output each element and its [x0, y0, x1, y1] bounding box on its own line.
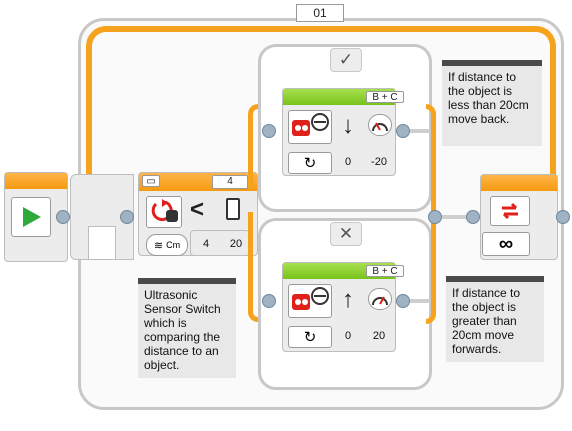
loop-infinity-button[interactable]: ∞ — [482, 232, 530, 256]
switch-threshold-value[interactable]: 20 — [229, 238, 243, 250]
motor-wheel-icon — [292, 113, 329, 136]
loop-mode-button[interactable] — [490, 196, 530, 226]
loop-end-header — [481, 175, 557, 191]
switch-port-value[interactable]: 4 — [202, 238, 210, 250]
infinity-icon: ∞ — [498, 232, 514, 255]
switch-output-wire — [442, 215, 472, 219]
cross-icon: ✕ — [338, 224, 354, 243]
switch-wire-bottom — [248, 212, 258, 322]
loop-output-port[interactable] — [556, 210, 570, 224]
loop-start-notch — [88, 226, 116, 260]
play-icon — [23, 207, 41, 227]
sensor-unit-label: Cm — [166, 240, 181, 250]
case-false-tab[interactable]: ✕ — [330, 222, 362, 246]
check-icon: ✓ — [338, 50, 354, 69]
rotate-icon: ↻ — [303, 155, 317, 172]
move-back-ports[interactable]: B + C — [366, 91, 404, 103]
switch-output-port[interactable] — [428, 210, 442, 224]
sensor-wave-icon: ≋ — [153, 239, 164, 252]
loop-label[interactable]: 01 — [296, 4, 344, 22]
move-forward-ports[interactable]: B + C — [366, 265, 404, 277]
case-true-tab[interactable]: ✓ — [330, 48, 362, 72]
move-forward-steering[interactable]: 0 — [344, 330, 352, 342]
comment-move-back[interactable]: If distance to the object is less than 2… — [442, 60, 542, 146]
sensor-rotate-icon — [151, 199, 178, 222]
case-false-wire — [410, 299, 430, 303]
tank-motor-icon[interactable] — [288, 110, 332, 144]
sensor-mode-button[interactable]: ≋ Cm — [146, 234, 188, 256]
move-back-output-port[interactable] — [396, 124, 410, 138]
case-false-input-port[interactable] — [262, 294, 276, 308]
up-arrow-icon: ↑ — [342, 286, 354, 313]
move-forward-mode-button[interactable]: ↻ — [288, 326, 332, 348]
switch-mode-icon[interactable]: ▭ — [142, 175, 160, 187]
switch-wire-top — [248, 104, 260, 188]
comment-move-forward[interactable]: If distance to the object is greater tha… — [446, 276, 544, 362]
move-forward-power[interactable]: 20 — [372, 330, 386, 342]
start-block[interactable] — [4, 172, 68, 262]
switch-count-badge[interactable]: 4 — [212, 175, 248, 189]
loop-repeat-icon — [502, 202, 518, 220]
comment-ultrasonic-switch[interactable]: Ultrasonic Sensor Switch which is compar… — [138, 278, 236, 378]
down-arrow-icon: ↓ — [342, 112, 354, 139]
move-back-steering[interactable]: 0 — [344, 156, 352, 168]
motor-wheel-icon — [292, 287, 329, 310]
start-output-port[interactable] — [56, 210, 70, 224]
power-gauge-icon — [368, 114, 392, 136]
move-forward-output-port[interactable] — [396, 294, 410, 308]
compare-operator[interactable]: < — [190, 196, 205, 223]
power-gauge-icon-2 — [368, 288, 392, 310]
move-back-mode-button[interactable]: ↻ — [288, 152, 332, 174]
start-block-header — [5, 173, 67, 189]
loop-end-input-port[interactable] — [466, 210, 480, 224]
case-true-input-port[interactable] — [262, 124, 276, 138]
ultrasonic-sensor-icon[interactable] — [146, 196, 182, 228]
loop-input-port[interactable] — [120, 210, 134, 224]
threshold-icon — [226, 198, 240, 220]
tank-motor-icon-2[interactable] — [288, 284, 332, 318]
case-true-wire — [410, 129, 430, 133]
start-button[interactable] — [11, 197, 51, 237]
loop-orange-wire — [86, 26, 556, 186]
move-back-power[interactable]: -20 — [371, 156, 387, 168]
rotate-icon: ↻ — [303, 329, 317, 346]
